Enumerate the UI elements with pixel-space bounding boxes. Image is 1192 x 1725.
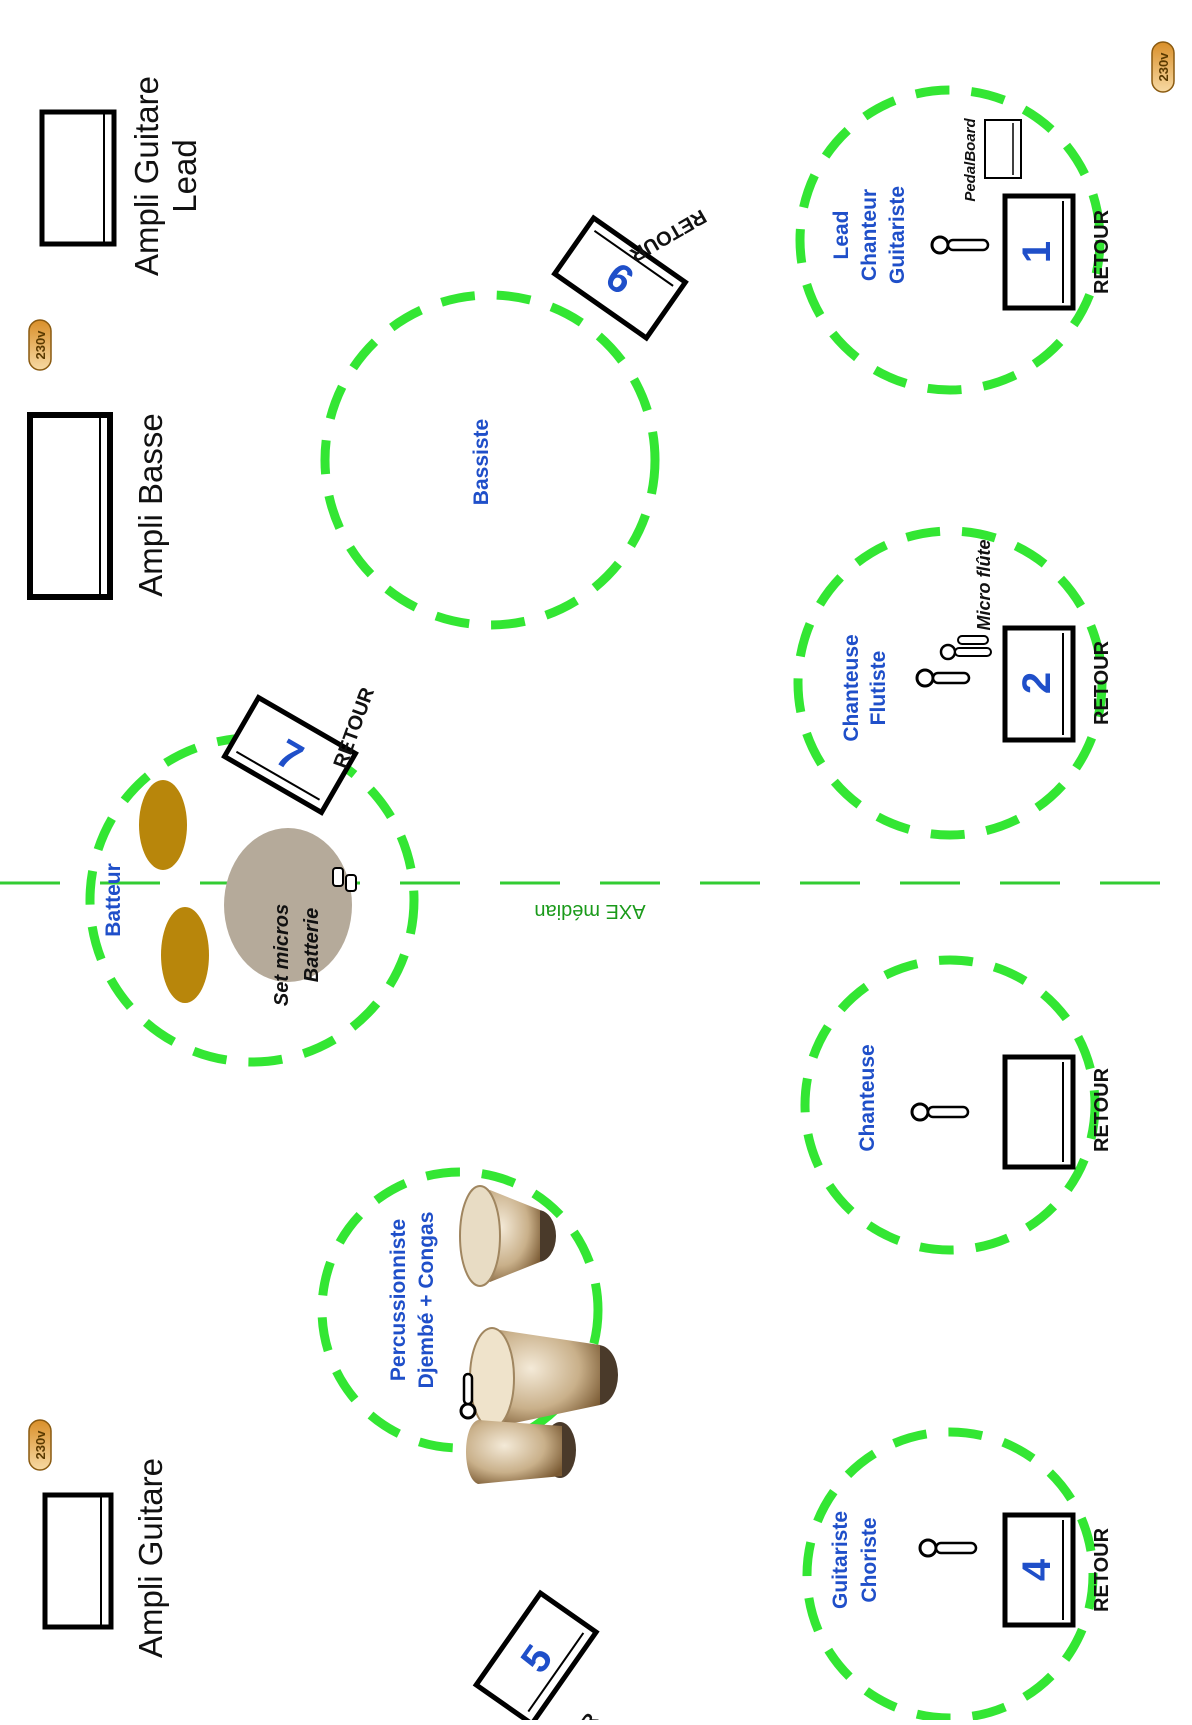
monitor-4: 4	[1002, 1512, 1076, 1628]
microphone-icon	[910, 1102, 970, 1122]
flute-microphone-icon-2	[957, 635, 989, 645]
monitor-5-label: RETOUR	[537, 1709, 604, 1720]
chanteuse-flutiste-label-1: Chanteuse	[840, 634, 863, 741]
zone-lead	[795, 85, 1105, 395]
ampli-guitare-lead-label-2: Lead	[166, 139, 203, 212]
microphone-icon	[918, 1538, 978, 1558]
bassiste-label: Bassiste	[470, 419, 493, 505]
monitor-5: 5	[472, 1589, 600, 1725]
ampli-guitare	[42, 1492, 114, 1630]
monitor-7: 7	[221, 694, 359, 816]
monitor-6: 6	[551, 214, 689, 342]
zone-guitariste-choriste	[802, 1427, 1098, 1723]
monitor-2-number: 2	[1015, 672, 1059, 694]
drum-mics-label-2: Batterie	[301, 908, 323, 982]
pedalboard-label: PedalBoard	[962, 117, 979, 201]
chanteuse-flutiste-label-2: Flutiste	[867, 651, 890, 726]
cymbal-2	[161, 907, 209, 1003]
percussionniste-label-1: Percussionniste	[387, 1219, 410, 1381]
monitor-chanteuse-label: RETOUR	[1091, 1067, 1113, 1152]
monitor-1-number: 1	[1015, 241, 1059, 263]
monitor-chanteuse	[1002, 1054, 1076, 1170]
zone-bassiste	[320, 290, 660, 630]
conga-drum-2	[466, 1420, 576, 1484]
ampli-guitare-lead-label-1: Ampli Guitare	[128, 76, 165, 276]
microphone-icon	[930, 235, 990, 255]
monitor-7-label: RETOUR	[330, 684, 380, 771]
batteur-label: Batteur	[102, 863, 125, 937]
zone-percussionniste	[317, 1167, 603, 1453]
guitariste-choriste-label-2: Choriste	[858, 1517, 881, 1602]
pedalboard	[984, 119, 1022, 179]
micro-flute-label: Micro flûte	[974, 539, 994, 630]
power-outlet-1: 230v	[28, 1419, 52, 1471]
microphone-icon	[915, 668, 971, 688]
power-label: 230v	[33, 1430, 48, 1460]
monitor-6-label: RETOUR	[626, 205, 710, 266]
monitor-1: 1	[1002, 193, 1076, 311]
zone-batteur	[85, 733, 419, 1067]
power-label: 230v	[1156, 52, 1171, 82]
flute-microphone-icon	[939, 643, 992, 661]
ampli-basse-label: Ampli Basse	[132, 413, 169, 596]
lead-label-3: Guitariste	[886, 186, 909, 284]
axe-median-label: AXE médian	[534, 900, 645, 922]
drum-mics-label-1: Set micros	[271, 904, 293, 1006]
ampli-basse	[27, 412, 113, 600]
drum-kit	[224, 828, 352, 982]
power-outlet-2: 230v	[28, 319, 52, 371]
zone-chanteuse-flutiste	[793, 526, 1107, 840]
microphone-icon	[459, 1372, 477, 1420]
lead-label-2: Chanteur	[858, 189, 881, 281]
monitor-1-label: RETOUR	[1091, 209, 1113, 294]
power-label: 230v	[33, 330, 48, 360]
guitariste-choriste-label-1: Guitariste	[829, 1511, 852, 1609]
power-outlet-3: 230v	[1151, 41, 1175, 93]
monitor-4-label: RETOUR	[1091, 1527, 1113, 1612]
lead-label-1: Lead	[830, 210, 853, 259]
monitor-2-label: RETOUR	[1091, 640, 1113, 725]
ampli-guitare-label: Ampli Guitare	[132, 1458, 169, 1658]
drum-mic-set-icon	[332, 867, 357, 892]
ampli-guitare-lead	[39, 109, 117, 247]
percussionniste-label-2: Djembé + Congas	[415, 1212, 438, 1389]
zone-chanteuse	[800, 955, 1100, 1255]
monitor-2: 2	[1002, 625, 1076, 743]
monitor-4-number: 4	[1015, 1558, 1059, 1581]
cymbal-1	[139, 780, 187, 870]
conga-drum	[459, 1185, 556, 1287]
chanteuse-label: Chanteuse	[856, 1044, 879, 1151]
